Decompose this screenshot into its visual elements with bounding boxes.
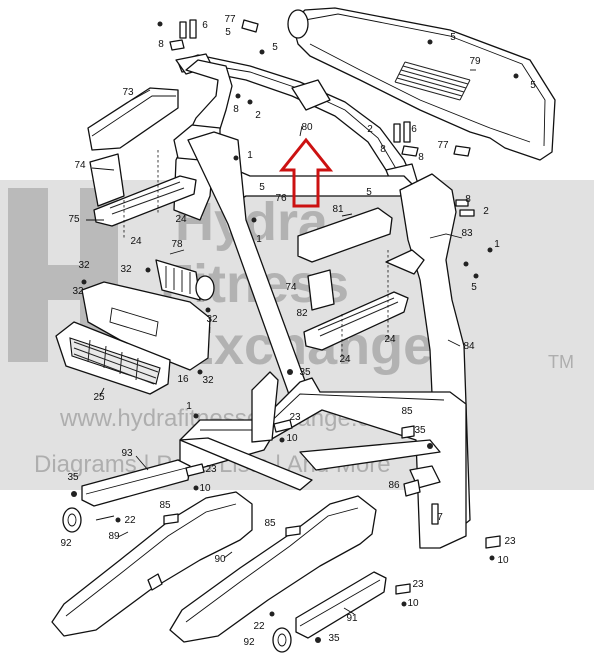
callout-label: 74 [285, 282, 297, 293]
callout-label: 1 [494, 239, 500, 250]
watermark-trademark: TM [548, 352, 574, 372]
callout-label: 89 [108, 531, 120, 542]
callout-label: 83 [461, 228, 473, 239]
highlight-arrow-icon [278, 137, 334, 208]
callout-label: 35 [67, 472, 79, 483]
callout-label: 10 [199, 483, 211, 494]
left-wheel-part [62, 507, 82, 533]
callout-label: 35 [299, 367, 311, 378]
center-crossbar-part [187, 131, 415, 415]
left-bracket-part [89, 150, 197, 240]
right-bracket-part [303, 250, 409, 358]
callout-label: 92 [243, 637, 255, 648]
callout-label: 84 [463, 341, 475, 352]
callout-label: 22 [253, 621, 265, 632]
callout-label: 82 [296, 308, 308, 319]
callout-label: 6 [411, 124, 417, 135]
callout-label: 85 [401, 406, 413, 417]
callout-label: 7 [437, 512, 443, 523]
callout-label: 32 [78, 260, 90, 271]
callout-label: 23 [289, 412, 301, 423]
callout-label: 80 [301, 122, 313, 133]
callout-label: 85 [264, 518, 276, 529]
console-grill [394, 61, 471, 101]
callout-label: 90 [214, 554, 226, 565]
callout-label: 8 [233, 104, 239, 115]
parts-artwork [51, 7, 556, 653]
callout-label: 86 [388, 480, 400, 491]
callout-label: 8 [158, 39, 164, 50]
callout-label: 5 [366, 187, 372, 198]
callout-label: 23 [504, 536, 516, 547]
callout-label: 92 [60, 538, 72, 549]
shroud-part [81, 281, 211, 371]
callout-label: 23 [205, 464, 217, 475]
callout-label: 10 [286, 433, 298, 444]
callout-label: 32 [202, 375, 214, 386]
callout-label: 74 [74, 160, 86, 171]
callout-label: 8 [465, 194, 471, 205]
console-part [287, 7, 556, 161]
callout-label: 2 [255, 110, 261, 121]
center-cover-part [169, 495, 377, 643]
callout-label: 5 [272, 42, 278, 53]
callout-label: 32 [120, 264, 132, 275]
callout-label: 24 [384, 334, 396, 345]
callout-label: 5 [225, 27, 231, 38]
right-wheel-part [272, 627, 292, 653]
main-frame-part [179, 371, 467, 549]
callout-label: 35 [414, 425, 426, 436]
callout-label: 77 [224, 14, 236, 25]
callout-label: 1 [186, 401, 192, 412]
callout-label: 32 [206, 314, 218, 325]
callout-label: 23 [412, 579, 424, 590]
callout-label: 5 [471, 282, 477, 293]
callout-label: 24 [130, 236, 142, 247]
callout-label: 8 [418, 152, 424, 163]
callout-label: 1 [256, 234, 262, 245]
callout-label: 76 [275, 193, 287, 204]
grill-panel-part [55, 321, 171, 395]
fasteners [71, 19, 519, 643]
callout-label: 5 [259, 182, 265, 193]
callout-label: 2 [367, 124, 373, 135]
callout-label: 1 [247, 150, 253, 161]
callout-label: 5 [450, 32, 456, 43]
callout-label: 10 [407, 598, 419, 609]
callout-label: 35 [328, 633, 340, 644]
callout-label: 24 [339, 354, 351, 365]
left-rail-part [81, 459, 191, 507]
left-cover-part [51, 491, 253, 637]
callout-label: 32 [72, 286, 84, 297]
callout-label: 78 [171, 239, 183, 250]
callout-label: 75 [68, 214, 80, 225]
callout-label: 73 [122, 87, 134, 98]
callout-label: 77 [437, 140, 449, 151]
callout-label: 22 [124, 515, 136, 526]
callout-label: 8 [380, 144, 386, 155]
callout-label: 5 [530, 80, 536, 91]
motor-part [155, 259, 215, 301]
callout-label: 6 [202, 20, 208, 31]
callout-label: 24 [175, 214, 187, 225]
callout-label: 81 [332, 204, 344, 215]
callout-label: 79 [469, 56, 481, 67]
callout-label: 16 [177, 374, 189, 385]
leader-lines [86, 69, 476, 615]
callout-label: 2 [483, 206, 489, 217]
callout-label: 10 [497, 555, 509, 566]
callout-label: 25 [93, 392, 105, 403]
right-rail-part [295, 571, 387, 639]
callout-label: 93 [121, 448, 133, 459]
callout-label: 91 [346, 613, 358, 624]
callout-label: 85 [159, 500, 171, 511]
